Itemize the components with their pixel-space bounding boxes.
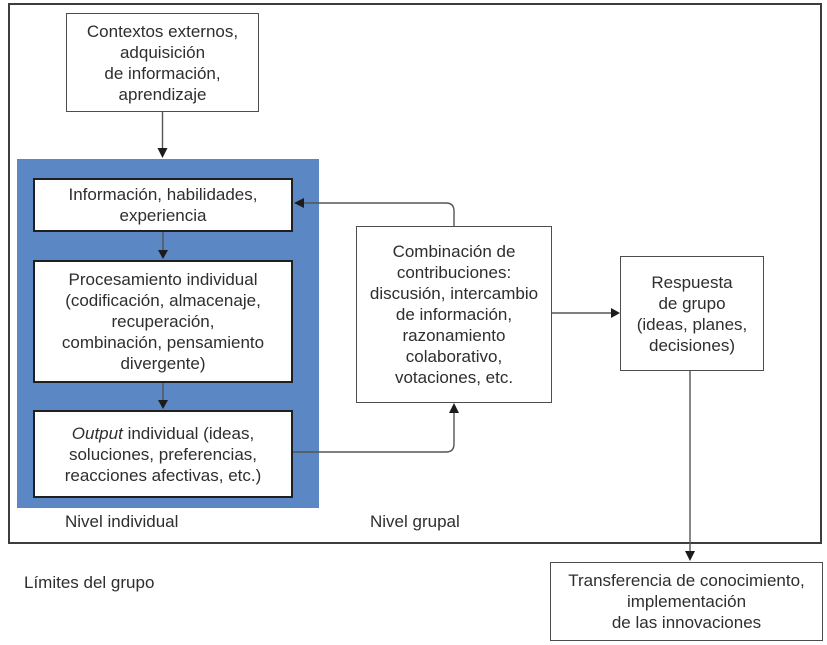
box-line: reacciones afectivas, etc.) [64,465,262,485]
box-line: razonamiento [402,326,506,345]
group-response-box: Respuesta de grupo (ideas, planes, decis… [620,256,764,371]
box-line: Combinación de [392,242,516,261]
box-line: votaciones, etc. [394,368,514,387]
box-line: de las innovaciones [611,613,762,632]
external-contexts-box: Contextos externos, adquisición de infor… [66,13,259,112]
box-line: aprendizaje [118,84,207,104]
box-line: (ideas, planes, [636,314,748,334]
box-line: discusión, intercambio [369,284,539,303]
box-line: combinación, pensamiento [61,333,265,352]
box-line: de grupo [658,293,726,313]
information-skills-box: Información, habilidades, experiencia [33,178,293,232]
box-line: implementación [626,592,747,611]
box-line: de información, [104,63,221,83]
box-line: recuperación, [111,312,215,331]
label-group-level: Nivel grupal [370,512,460,531]
box-line: divergente) [120,354,206,373]
box-line: colaborativo, [405,347,503,366]
individual-output-box: Output individual (ideas, soluciones, pr… [33,410,293,498]
output-italic-word: Output [71,423,123,443]
box-line: soluciones, preferencias, [68,444,258,464]
box-line: Contextos externos, [86,21,239,41]
box-line: Output individual (ideas, [39,423,287,444]
box-line: Respuesta [651,272,733,292]
knowledge-transfer-box: Transferencia de conocimiento, implement… [550,562,823,641]
box-line: adquisición [119,42,206,62]
box-line: decisiones) [649,335,735,355]
box-line: (codificación, almacenaje, [65,291,261,310]
box-line: de información, [395,305,513,324]
box-line: contribuciones: [396,263,512,282]
box-line: Procesamiento individual [68,270,258,289]
box-line: Información, habilidades, [68,185,258,204]
box-line: Transferencia de conocimiento, [568,571,805,590]
label-individual-level: Nivel individual [65,512,179,531]
contribution-combination-box: Combinación de contribuciones: discusión… [356,226,552,403]
label-group-boundaries: Límites del grupo [24,573,155,592]
individual-processing-box: Procesamiento individual (codificación, … [33,260,293,383]
output-rest: individual (ideas, [127,423,255,443]
box-line: experiencia [119,206,207,225]
group-boundary-rect [8,3,822,544]
